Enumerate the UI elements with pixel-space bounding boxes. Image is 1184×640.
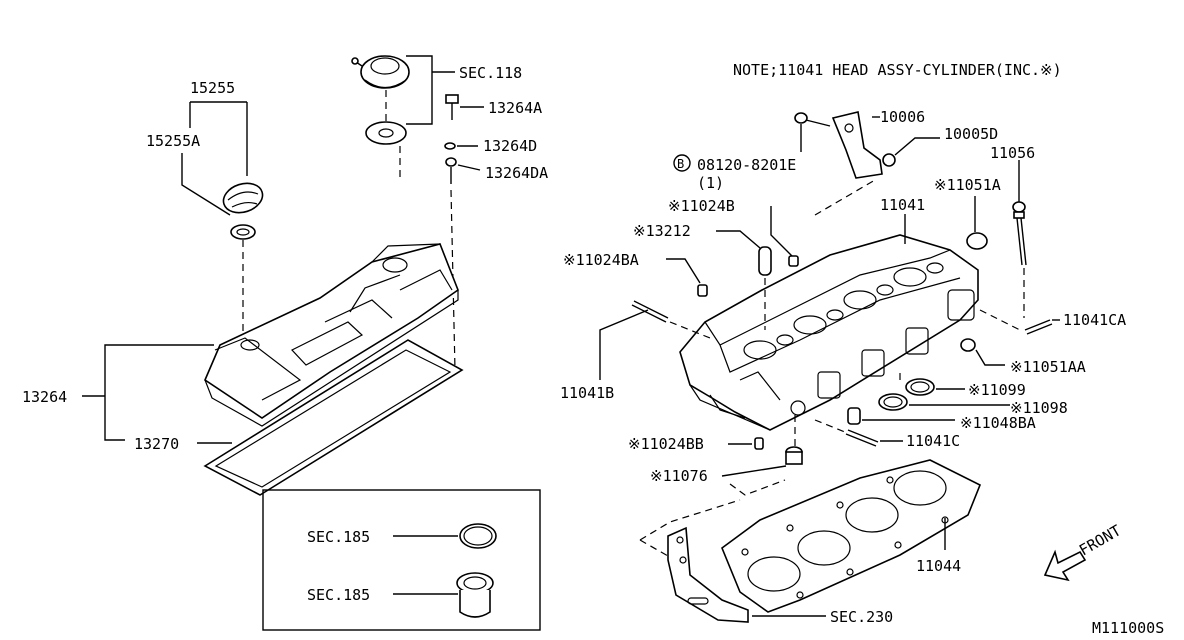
nut-10005D[interactable] [882, 153, 896, 167]
label-11048BA: ※11048BA [960, 414, 1036, 432]
seal-11099[interactable] [905, 378, 935, 396]
bolt-type-letter: B [677, 157, 684, 171]
label-11041: 11041 [880, 196, 925, 214]
label-11099: ※11099 [968, 381, 1026, 399]
front-label: FRONT [1076, 521, 1124, 559]
sleeve-11048BA[interactable] [847, 407, 861, 425]
plug-11024BB[interactable] [754, 437, 764, 450]
engine-slinger-10006[interactable] [831, 111, 883, 179]
bolt-type-circle [673, 154, 691, 172]
label-sec230: SEC.230 [830, 608, 893, 626]
pcv-valve-cap[interactable] [351, 55, 410, 89]
label-11041CA: 11041CA [1063, 311, 1126, 329]
grommet-13264DA[interactable] [445, 157, 457, 184]
label-11024BB: ※11024BB [628, 435, 704, 453]
label-15255: 15255 [190, 79, 235, 97]
plug-11024BA[interactable] [697, 284, 708, 297]
oil-filler-cap-gasket[interactable] [230, 224, 256, 240]
washer-13264D[interactable] [444, 142, 456, 150]
label-11024B: ※11024B [668, 197, 735, 215]
leader-sec118 [406, 55, 433, 125]
bracket-sec230[interactable] [667, 526, 749, 623]
label-10006: 10006 [880, 108, 925, 126]
cylinder-head-11041[interactable] [679, 234, 979, 431]
label-sec118: SEC.118 [459, 64, 522, 82]
label-13264DA: 13264DA [485, 164, 548, 182]
label-11041C: 11041C [906, 432, 960, 450]
head-gasket-11044[interactable] [721, 459, 982, 613]
label-11044: 11044 [916, 557, 961, 575]
label-08120-qty: (1) [697, 174, 724, 192]
stud-11041CA[interactable] [1024, 319, 1053, 335]
rocker-cover-gasket-13270[interactable] [203, 339, 464, 496]
seal-ring-sec185[interactable] [459, 523, 497, 549]
oil-filler-cap[interactable] [220, 179, 267, 218]
plug-11024B[interactable] [788, 255, 799, 267]
rocker-cover-13264[interactable] [204, 243, 459, 427]
bolt-08120[interactable] [794, 112, 831, 127]
label-13264A: 13264A [488, 99, 542, 117]
label-sec185-a: SEC.185 [307, 528, 370, 546]
label-13264: 13264 [22, 388, 67, 406]
sec185-inset-box [262, 489, 541, 631]
label-10005D: 10005D [944, 125, 998, 143]
plug-11051AA[interactable] [960, 338, 976, 352]
tube-seal-sec185[interactable] [456, 572, 494, 618]
part-11076[interactable] [785, 446, 803, 465]
bolt-13264A[interactable] [445, 94, 459, 120]
figure-code: M111000S [1092, 619, 1164, 637]
label-11041B: 11041B [560, 384, 614, 402]
label-15255A: 15255A [146, 132, 200, 150]
label-11056: 11056 [990, 144, 1035, 162]
label-11024BA: ※11024BA [563, 251, 639, 269]
diagram-note: NOTE;11041 HEAD ASSY-CYLINDER(INC.※) [733, 61, 1062, 79]
stud-11041B[interactable] [631, 300, 669, 323]
label-11051A: ※11051A [934, 176, 1001, 194]
plug-11051A[interactable] [966, 232, 988, 250]
label-11051AA: ※11051AA [1010, 358, 1086, 376]
label-sec185-b: SEC.185 [307, 586, 370, 604]
dowel-13212[interactable] [758, 246, 772, 276]
label-13264D: 13264D [483, 137, 537, 155]
front-direction-arrow-icon [1043, 549, 1087, 582]
pcv-valve-gasket[interactable] [365, 121, 407, 145]
label-11076: ※11076 [650, 467, 708, 485]
label-11098: ※11098 [1010, 399, 1068, 417]
head-bolt-11056[interactable] [1012, 201, 1027, 266]
leader-13264 [104, 344, 214, 441]
label-13270: 13270 [134, 435, 179, 453]
leader-15255A [181, 153, 231, 216]
stud-11041C[interactable] [845, 429, 879, 447]
seal-11098[interactable] [878, 393, 908, 411]
label-13212: ※13212 [633, 222, 691, 240]
label-08120: 08120-8201E [697, 156, 796, 174]
